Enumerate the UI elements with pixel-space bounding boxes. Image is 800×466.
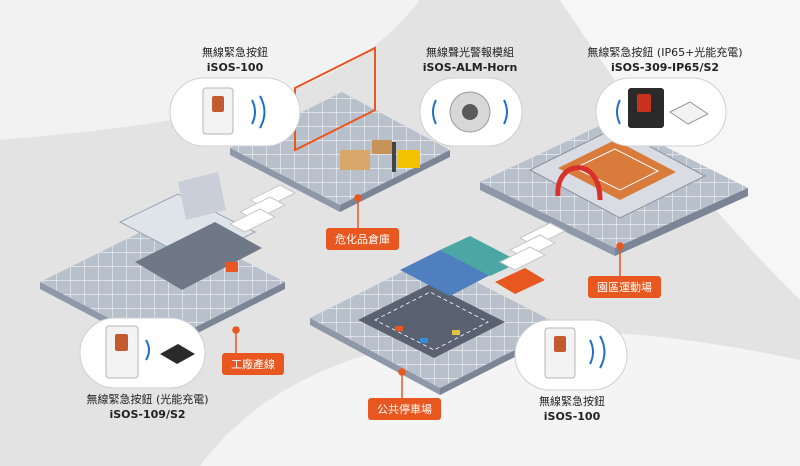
zone-tag-stadium: 園區運動場: [588, 276, 661, 298]
device-model: iSOS-309-IP65/S2: [610, 61, 720, 74]
device-bubble-2: [419, 77, 523, 147]
device-bubble-3: [595, 77, 727, 147]
device-name: 無線緊急按鈕: [202, 46, 268, 59]
wave-connectors: [228, 184, 567, 271]
device-title-1: 無線緊急按鈕 iSOS-100: [170, 45, 300, 75]
device-bubble-1: [169, 77, 301, 147]
device-title-4: 無線緊急按鈕 (光能充電) iSOS-109/S2: [60, 392, 235, 422]
device-title-2: 無線聲光警報模組 iSOS-ALM-Horn: [400, 45, 540, 75]
stadium-platform: [480, 120, 748, 256]
device-model: iSOS-109/S2: [109, 408, 186, 421]
device-name: 無線緊急按鈕 (光能充電): [86, 393, 209, 406]
device-bubble-4: [79, 317, 206, 389]
device-name: 無線緊急按鈕 (IP65+光能充電): [587, 46, 743, 59]
device-bubble-5: [514, 319, 628, 391]
device-model: iSOS-100: [206, 61, 264, 74]
warehouse-platform: [230, 46, 450, 212]
zone-tag-factory: 工廠產線: [222, 353, 284, 375]
device-model: iSOS-100: [543, 410, 601, 423]
device-title-5: 無線緊急按鈕 iSOS-100: [508, 394, 636, 424]
zone-tag-warehouse: 危化品倉庫: [326, 228, 399, 250]
zone-tag-parking: 公共停車場: [368, 398, 441, 420]
device-title-3: 無線緊急按鈕 (IP65+光能充電) iSOS-309-IP65/S2: [570, 45, 760, 75]
device-name: 無線緊急按鈕: [539, 395, 605, 408]
device-name: 無線聲光警報模組: [426, 46, 514, 59]
device-model: iSOS-ALM-Horn: [422, 61, 518, 74]
